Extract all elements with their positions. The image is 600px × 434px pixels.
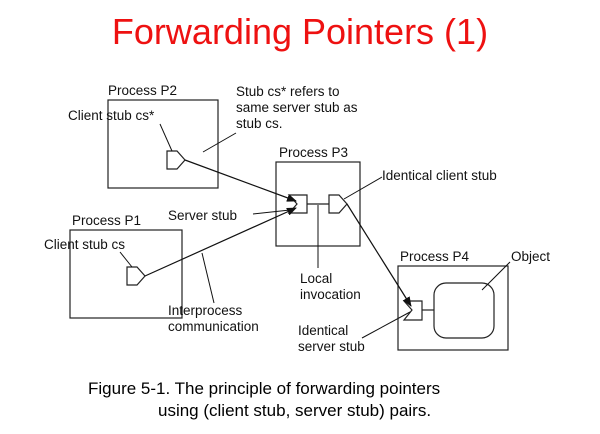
process-p1-box [69, 229, 183, 319]
label-stub-note-1: Stub cs* refers to [236, 84, 340, 99]
label-object: Object [511, 249, 550, 264]
label-process-p3: Process P3 [279, 145, 348, 160]
leader-cs [119, 251, 133, 268]
arrow-cs-to-server-stub [144, 207, 297, 277]
label-client-stub-cs-star: Client stub cs* [68, 108, 155, 123]
leader-server-stub [252, 209, 291, 215]
object-box [433, 282, 495, 339]
label-server-stub: Server stub [168, 208, 237, 223]
label-process-p4: Process P4 [400, 249, 470, 264]
leader-identical-client-stub [343, 176, 383, 200]
label-client-stub-cs: Client stub cs [44, 237, 125, 252]
leader-identical-server-stub [361, 311, 411, 339]
label-ipc-1: Interprocess [168, 303, 243, 318]
label-identical-server-1: Identical [298, 323, 348, 338]
label-stub-note-2: same server stub as [236, 100, 358, 115]
label-stub-note-3: stub cs. [236, 116, 283, 131]
server-stub-p3 [287, 194, 308, 214]
arrow-p3-client-to-p4-server [346, 203, 412, 307]
figure-caption-line-1: Figure 5-1. The principle of forwarding … [88, 379, 441, 398]
label-process-p2: Process P2 [108, 83, 177, 98]
identical-server-stub-p4 [402, 300, 423, 321]
slide-title: Forwarding Pointers (1) [111, 11, 489, 52]
client-stub-cs [126, 266, 146, 286]
arrow-cs-star-to-server-stub [184, 159, 297, 202]
label-local-2: invocation [300, 287, 361, 302]
leader-stub-note [202, 132, 237, 153]
leader-ipc [201, 252, 215, 304]
label-process-p1: Process P1 [72, 213, 141, 228]
identical-client-stub-p3 [328, 194, 348, 214]
figure-caption-line-2: using (client stub, server stub) pairs. [158, 401, 432, 420]
process-p4-box [397, 265, 509, 351]
leader-cs-star [159, 123, 173, 152]
process-p2-box [107, 99, 219, 189]
label-ipc-2: communication [168, 319, 259, 334]
label-identical-client-stub: Identical client stub [382, 168, 497, 183]
leader-object [481, 261, 511, 291]
label-identical-server-2: server stub [298, 339, 365, 354]
client-stub-cs-star [166, 150, 186, 170]
label-local-1: Local [300, 271, 332, 286]
